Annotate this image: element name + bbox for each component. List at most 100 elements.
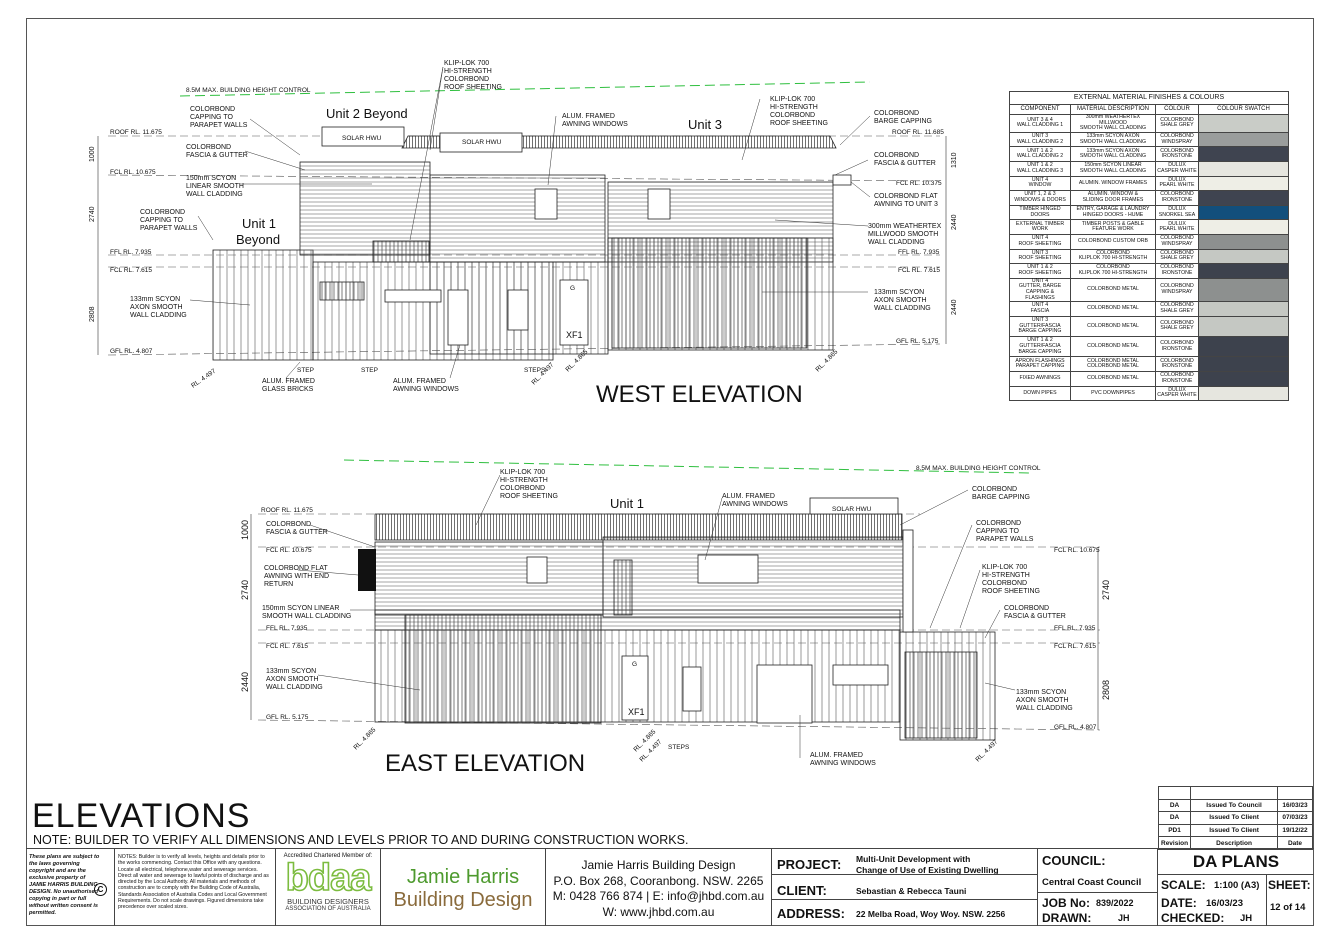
finishes-swatch <box>1198 204 1289 221</box>
finishes-table: EXTERNAL MATERIAL FINISHES & COLOURS COM… <box>1009 91 1289 402</box>
sheet-title: ELEVATIONS <box>32 797 251 835</box>
finishes-swatch <box>1198 175 1289 192</box>
west-door-letter: G <box>570 285 575 292</box>
west-unit2-upper <box>299 161 431 256</box>
west-step-3: STEPS <box>524 367 546 374</box>
west-level-left-2: FFL RL. 7.935 <box>110 249 152 256</box>
drawn-label: DRAWN: <box>1042 911 1092 925</box>
finishes-swatch <box>1198 315 1289 338</box>
west-level-left-1: FCL RL. 10.675 <box>110 169 156 176</box>
tb-brand: Jamie Harris Building Design <box>381 848 546 926</box>
east-level-right-2: FCL RL. 7.615 <box>1054 643 1096 650</box>
finishes-swatch <box>1198 356 1289 373</box>
finishes-swatch <box>1198 131 1289 148</box>
job-value: 839/2022 <box>1096 898 1134 908</box>
copyright-symbol: C <box>94 883 107 896</box>
drawing-sheet <box>26 18 1314 926</box>
tb-plans: DA PLANS SCALE: 1:100 (A3) SHEET: 12 of … <box>1158 848 1314 926</box>
east-door <box>621 655 649 721</box>
revision-rev: DA <box>1157 811 1192 825</box>
job-label: JOB No: <box>1042 896 1090 910</box>
west-height-control-line <box>179 81 871 97</box>
finishes-material: COLORBOND METAL <box>1070 315 1156 338</box>
east-window-6 <box>832 664 889 686</box>
copyright-text: These plans are subject to the laws gove… <box>29 854 100 916</box>
finishes-swatch <box>1198 385 1289 402</box>
finishes-swatch <box>1198 114 1289 133</box>
project-label: PROJECT: <box>777 857 842 872</box>
east-unit1-label: Unit 1 <box>610 496 644 511</box>
date-value: 16/03/23 <box>1206 898 1243 909</box>
west-rl-ground-0: RL. 4.497 <box>190 368 217 390</box>
sheet-number: 12 of 14 <box>1270 902 1306 913</box>
finishes-header-colour: COLOUR <box>1155 104 1199 115</box>
title-block <box>26 848 1314 927</box>
finishes-swatch <box>1198 371 1289 387</box>
east-dim-right-0: 2740 <box>1101 580 1111 600</box>
address-value: 22 Melba Road, Woy Woy. NSW. 2256 <box>856 909 1006 919</box>
west-window-4 <box>447 289 469 346</box>
finishes-material: COLORBOND CUSTOM ORB <box>1070 233 1156 250</box>
west-solar-label-2: SOLAR HWU <box>462 139 502 146</box>
west-dim-right-0: 1310 <box>951 152 958 168</box>
west-solar-box-2 <box>439 132 523 153</box>
east-window-2 <box>613 559 633 616</box>
east-dim-left-0: 1000 <box>240 520 250 540</box>
west-level-right-1: FCL RL. 10.375 <box>896 180 942 187</box>
west-window-3 <box>384 289 442 303</box>
east-level-right-1: FFL RL. 7.935 <box>1054 625 1096 632</box>
member-text: Accredited Chartered Member of: <box>283 853 373 859</box>
east-window-3 <box>697 554 759 584</box>
west-dim-right-2: 2440 <box>951 299 958 315</box>
finishes-material: COLORBOND METAL <box>1070 301 1156 317</box>
east-window-1 <box>526 556 548 584</box>
revision-date: 16/03/23 <box>1277 798 1313 813</box>
finishes-swatch <box>1198 190 1289 206</box>
